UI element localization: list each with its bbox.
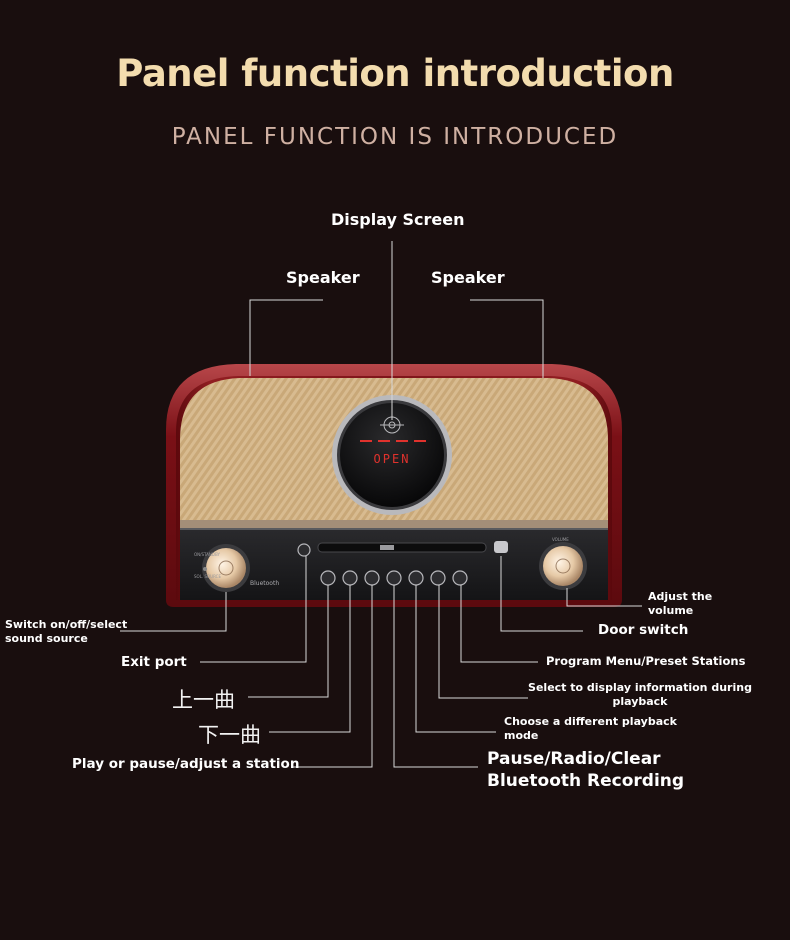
label-exit-port: Exit port — [121, 654, 187, 670]
label-playback-mode: Choose a different playback mode — [504, 715, 677, 742]
display-text: OPEN — [373, 452, 411, 466]
label-switch-source: Switch on/off/select sound source — [5, 618, 128, 645]
label-display-screen: Display Screen — [331, 210, 465, 229]
svg-text:VOLUME: VOLUME — [552, 537, 569, 542]
page-title: Panel function introduction — [116, 52, 674, 95]
label-speaker-right: Speaker — [431, 268, 505, 287]
bluetooth-label: Bluetooth — [250, 580, 280, 587]
svg-text:SOL. SOURCE: SOL. SOURCE — [194, 574, 221, 579]
label-pause-radio: Pause/Radio/Clear Bluetooth Recording — [487, 749, 685, 791]
svg-text:ON/STANDBY: ON/STANDBY — [194, 552, 220, 557]
label-next-track: 下一曲 — [198, 723, 261, 747]
label-program-menu: Program Menu/Preset Stations — [546, 654, 746, 668]
label-play-pause: Play or pause/adjust a station — [72, 756, 300, 772]
page-subtitle: PANEL FUNCTION IS INTRODUCED — [171, 124, 619, 150]
label-adjust-volume: Adjust the volume — [648, 590, 713, 617]
label-speaker-left: Speaker — [286, 268, 360, 287]
label-prev-track: 上一曲 — [172, 688, 235, 712]
label-select-display: Select to display information during pla… — [528, 681, 752, 708]
label-door-switch: Door switch — [598, 622, 689, 638]
